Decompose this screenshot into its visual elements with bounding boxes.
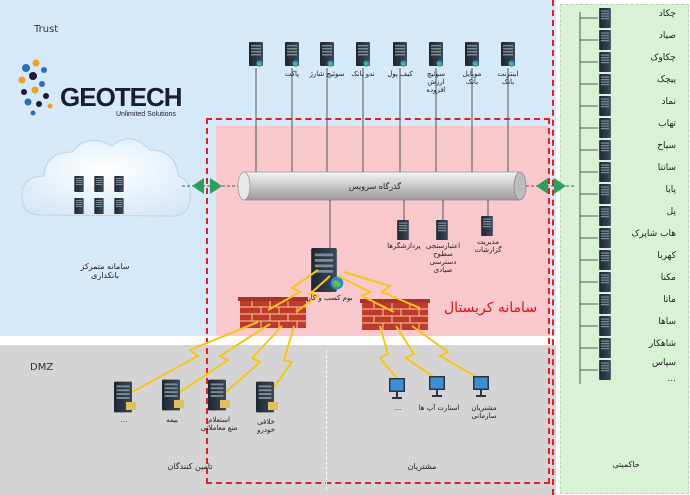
cloud-label: سامانه متمرکز بانکداری [80, 262, 130, 281]
internal-service-label-3: پردازشگرها [387, 242, 421, 250]
top-server-group [249, 42, 515, 67]
bus-connectors [182, 178, 576, 194]
suppliers-label: تامین کنندگان [167, 462, 213, 471]
gov-item: چکاد [658, 9, 676, 19]
supplier-label-1: ... [120, 416, 128, 424]
core-server [311, 248, 344, 292]
dmz-label: DMZ [30, 362, 54, 373]
top-server-label-5: ندو بانک [351, 70, 375, 78]
geotech-tagline: Unlimited Solutions [116, 111, 176, 118]
supplier-servers [114, 379, 278, 413]
governance-zone [560, 4, 689, 494]
lightning-links [131, 269, 483, 393]
service-bus-label: گذرگاه سرویس [348, 182, 402, 191]
crystal-boundary [206, 118, 550, 484]
gov-item: کهربا [657, 251, 676, 261]
geotech-logo-icon [18, 59, 53, 116]
service-bus [237, 171, 527, 201]
customer-monitors [389, 376, 489, 399]
gov-item: هاب شاپرک [631, 229, 676, 239]
banking-cloud [21, 138, 191, 217]
governance-label: حاکمیتی [612, 460, 640, 469]
firewall-right [360, 299, 430, 330]
crystal-title: سامانه کریستال [444, 300, 538, 316]
gov-item: تهاب [658, 119, 676, 129]
gov-item: ... [667, 374, 676, 384]
gov-item: پایا [665, 185, 677, 195]
core-server-label: بوم کسب و کار [307, 294, 353, 302]
internal-service-servers [397, 216, 493, 240]
top-server-links [255, 68, 509, 172]
customer-label-2: استارت آپ ها [418, 404, 460, 412]
gov-item: سپاس [652, 358, 676, 368]
supplier-label-2: بیمه [166, 416, 178, 424]
gov-item: ساها [658, 317, 676, 327]
gov-item: ساتنا [657, 163, 676, 173]
gov-item: پل [666, 207, 676, 217]
top-server-label-6: سوئیچ شارژ [309, 70, 345, 78]
top-server-label-7: پاکت [284, 70, 300, 78]
gov-item: صیاد [658, 31, 676, 41]
trust-label: Trust [34, 24, 59, 35]
top-server-label-4: کیف پول [387, 70, 413, 78]
governance-boundary [552, 0, 554, 495]
gov-item: چکاوک [650, 53, 676, 63]
gov-item: نماد [661, 97, 676, 107]
firewall-left [238, 297, 308, 328]
dmz-divider [326, 350, 327, 490]
customers-label: مشتریان [407, 462, 437, 471]
gov-item: ماتا [663, 295, 676, 305]
gov-item: شاهکار [648, 339, 676, 349]
gov-item: پیچک [656, 75, 676, 85]
gov-item: مکنا [660, 273, 676, 283]
customer-label-1: ... [394, 404, 402, 412]
geotech-logo-text: GEOTECH [60, 82, 183, 112]
gov-item: سیاح [657, 141, 676, 151]
governance-stack [579, 8, 611, 384]
internal-links [329, 200, 489, 250]
